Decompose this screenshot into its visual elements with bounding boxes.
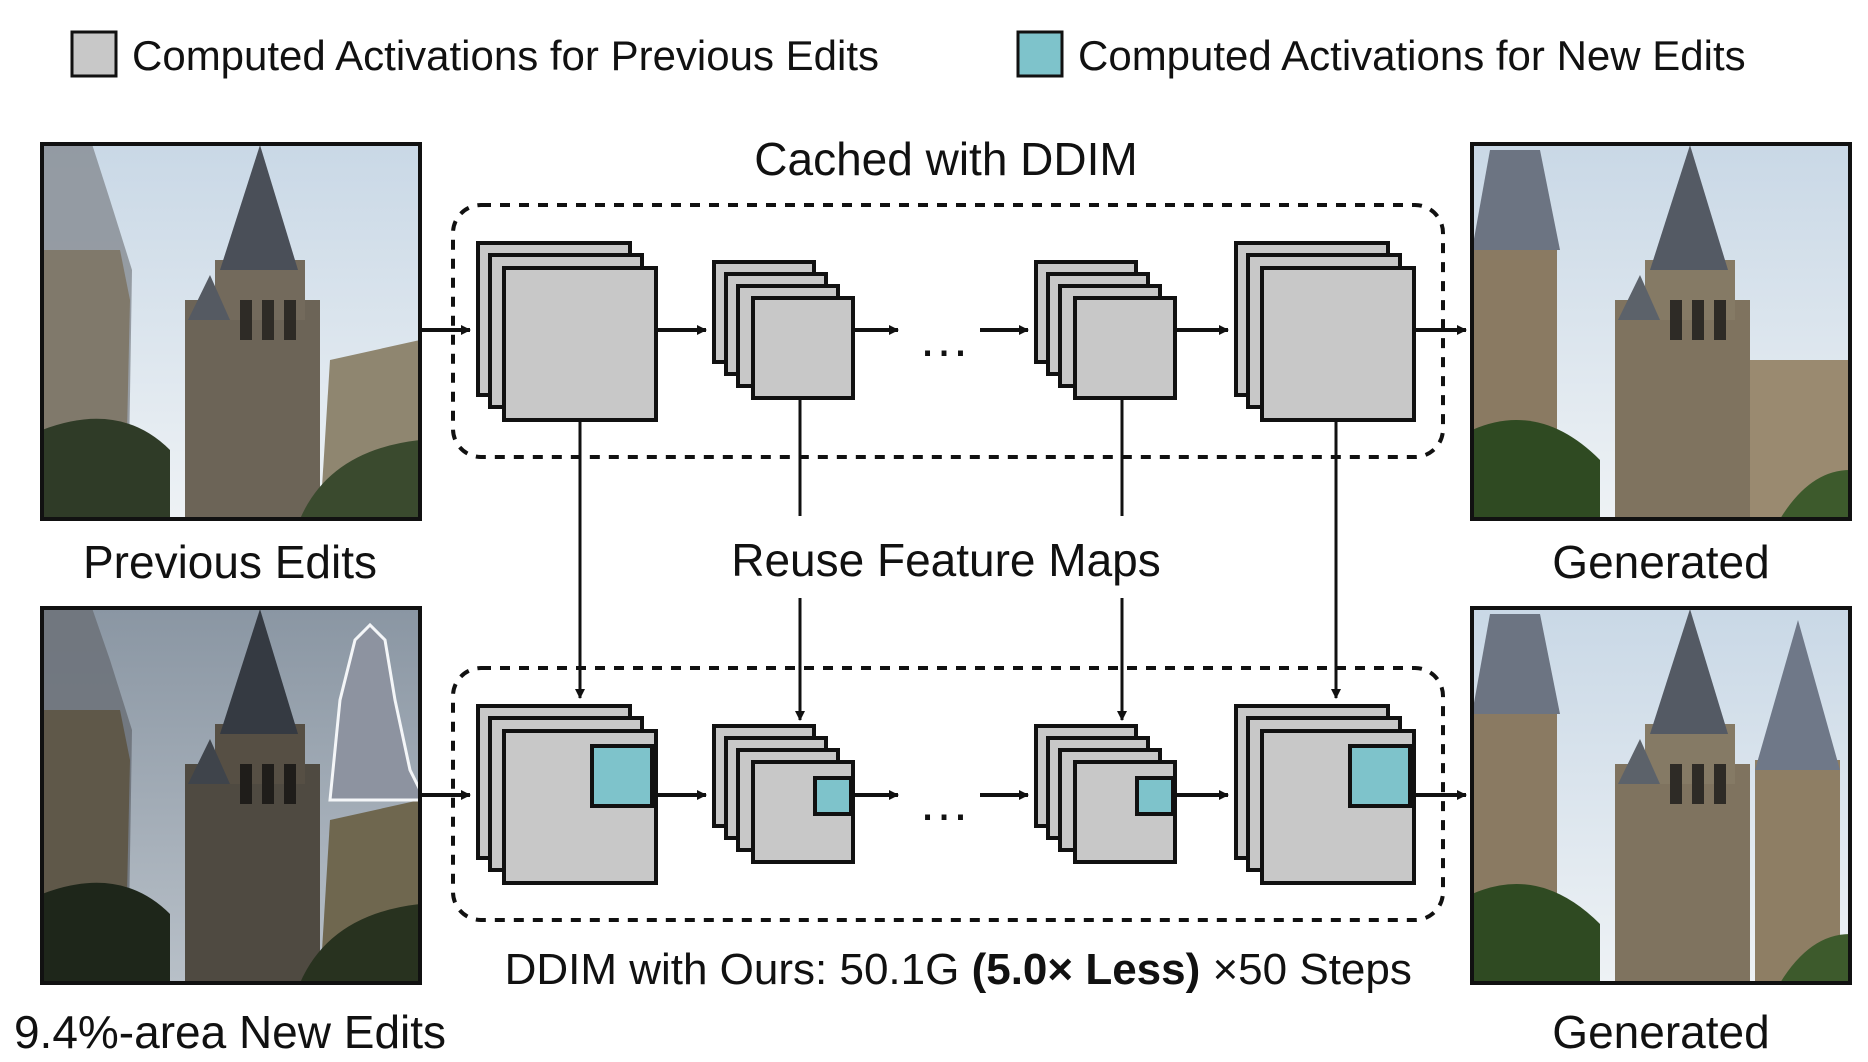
top-feature-stack-4 bbox=[1234, 241, 1416, 422]
bottom-feature-stack-2 bbox=[712, 724, 855, 864]
top-feature-stack-1 bbox=[476, 241, 658, 422]
generated-image-top bbox=[1470, 142, 1852, 521]
new-edit-region-4 bbox=[1348, 744, 1412, 808]
new-edits-image bbox=[40, 606, 422, 985]
legend-label-new: Computed Activations for New Edits bbox=[1078, 32, 1746, 79]
caption-suffix: ×50 Steps bbox=[1200, 945, 1412, 994]
legend-label-previous: Computed Activations for Previous Edits bbox=[132, 32, 879, 79]
generated-image-bottom bbox=[1470, 606, 1852, 985]
bottom-ellipsis: … bbox=[918, 774, 970, 832]
legend: Computed Activations for Previous Edits … bbox=[70, 30, 1746, 79]
caption-prefix: DDIM with Ours: 50.1G bbox=[505, 945, 972, 994]
legend-swatch-new bbox=[1016, 30, 1064, 78]
new-edits-label: 9.4%-area New Edits bbox=[14, 1006, 446, 1058]
legend-swatch-previous bbox=[70, 30, 118, 78]
generated-label-bottom: Generated bbox=[1552, 1006, 1769, 1058]
ddim-with-ours-caption: DDIM with Ours: 50.1G (5.0× Less) ×50 St… bbox=[443, 945, 1448, 994]
reuse-connectors bbox=[575, 398, 1341, 721]
top-feature-stack-3 bbox=[1034, 260, 1177, 400]
bottom-feature-stack-4 bbox=[1234, 704, 1416, 885]
caption-bold: (5.0× Less) bbox=[972, 945, 1201, 994]
generated-label-top: Generated bbox=[1552, 536, 1769, 588]
cached-with-ddim-title: Cached with DDIM bbox=[754, 133, 1137, 185]
new-edit-region-3 bbox=[1135, 776, 1175, 816]
bottom-feature-stack-3 bbox=[1034, 724, 1177, 864]
top-feature-stack-2 bbox=[712, 260, 855, 400]
previous-edits-image bbox=[40, 142, 422, 521]
reuse-feature-maps-label: Reuse Feature Maps bbox=[731, 534, 1161, 586]
new-edit-region-1 bbox=[590, 744, 654, 808]
new-edit-region-2 bbox=[813, 776, 853, 816]
previous-edits-label: Previous Edits bbox=[83, 536, 377, 588]
bottom-feature-stack-1 bbox=[476, 704, 658, 885]
top-ellipsis: … bbox=[918, 310, 970, 368]
